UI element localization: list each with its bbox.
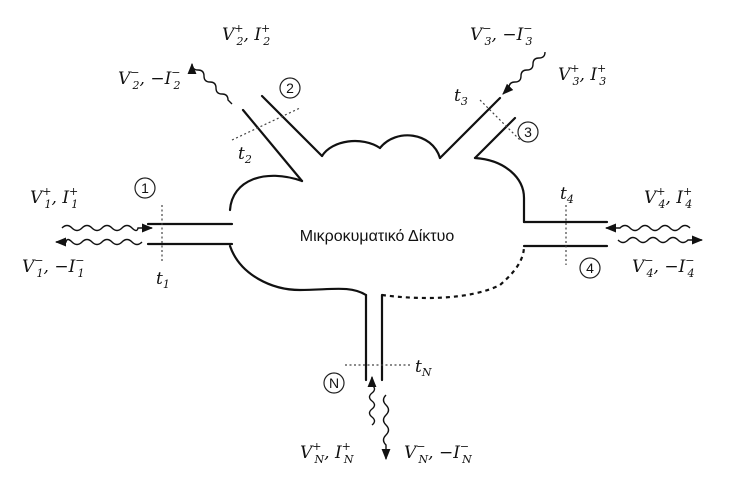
network-label: Μικροκυματικό Δίκτυο [300,228,455,245]
ref-plane-t4: t4 [560,184,574,206]
port-N-waves [367,375,391,461]
port-2-incident-label: V+2, I+2 [222,22,270,48]
port-2-number: 2 [279,77,301,99]
port-N-id: N [329,375,339,391]
port-1-number: 1 [134,177,156,199]
port-4-number: 4 [579,257,601,279]
port-2-reflected-label: V−2, −I−2 [118,66,181,92]
port-4-incident-label: V+4, I+4 [644,185,692,211]
port-4-waves [604,223,704,245]
port-1-reflected-label: V−1, −I−1 [22,254,85,280]
port-3-waves [502,51,546,95]
port-1-incident-label: V+1, I+1 [30,185,78,211]
port-3-incident-label: V+3, I+3 [558,62,606,88]
port-4-reflected-label: V−4, −I−4 [632,254,695,280]
port-N-reflected-label: V−N, −I−N [404,440,472,466]
ref-plane-t2: t2 [238,144,252,166]
port-2-line [231,94,324,183]
port-1-waves [54,223,154,247]
port-3-reflected-label: V−3, −I−3 [470,22,533,48]
port-2-id: 2 [286,80,294,96]
port-4-id: 4 [586,260,594,276]
network-cloud [228,134,526,300]
port-4-line [522,205,609,265]
port-2-waves [187,62,233,105]
ref-plane-t1: t1 [156,269,170,291]
port-N-number: N [323,372,345,394]
port-3-id: 3 [524,124,532,140]
ref-plane-tN: tN [415,357,432,379]
port-3-line [438,96,521,160]
port-N-incident-label: V+N, I+N [300,440,354,466]
port-1-id: 1 [141,180,149,196]
port-3-number: 3 [517,121,539,143]
port-1-line [146,205,234,262]
ref-plane-t3: t3 [454,86,468,108]
port-N-line [345,293,410,382]
